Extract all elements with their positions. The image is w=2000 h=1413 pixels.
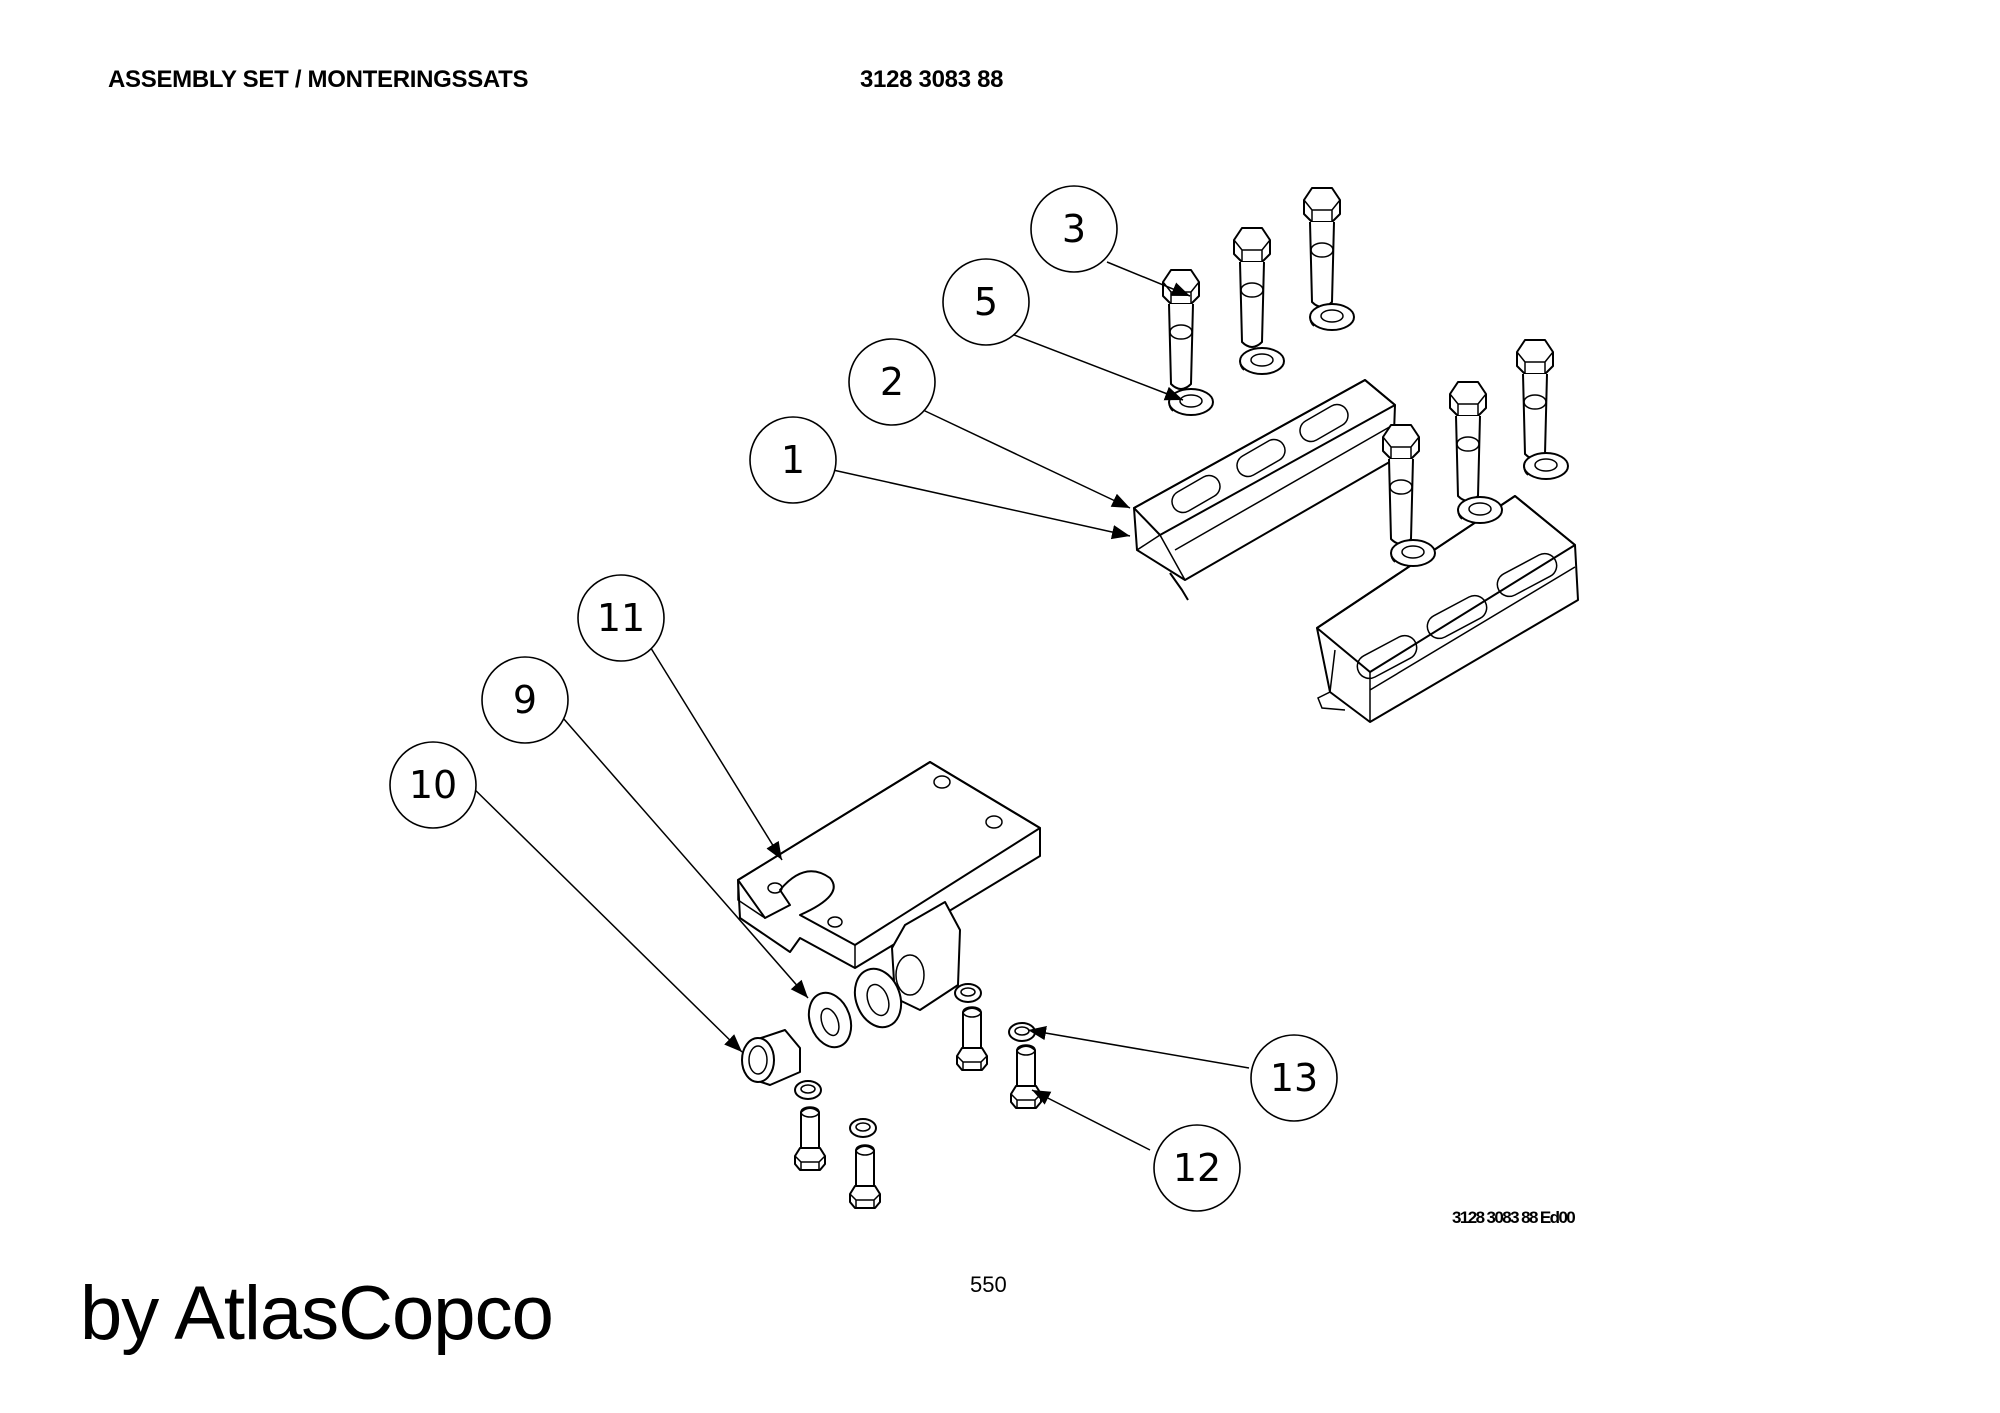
- washer: [1390, 539, 1436, 567]
- hex-bolt: [1516, 339, 1554, 460]
- callout-11: 11: [577, 574, 665, 662]
- mounting-plate: [737, 761, 1041, 1011]
- hex-bolt: [1449, 381, 1487, 502]
- callout-label: 3: [1062, 207, 1086, 251]
- washer: [1457, 496, 1503, 524]
- callout-1: 1: [749, 416, 837, 504]
- slot-hole: [1236, 438, 1286, 478]
- callout-label: 10: [409, 763, 457, 807]
- part-number: 3128 3083 88: [860, 66, 1004, 93]
- document-title: ASSEMBLY SET / MONTERINGSSATS: [108, 66, 529, 93]
- small-washer: [1008, 1022, 1036, 1042]
- small-bolt: [956, 1006, 988, 1071]
- callout-13: 13: [1250, 1034, 1338, 1122]
- callout-label: 1: [781, 438, 805, 482]
- small-washer: [794, 1080, 822, 1100]
- callout-12: 12: [1153, 1124, 1241, 1212]
- callout-label: 5: [974, 280, 998, 324]
- small-washer: [954, 983, 982, 1003]
- page-number: 550: [970, 1272, 1007, 1297]
- hex-bolt: [1233, 227, 1271, 348]
- slot-hole: [1496, 552, 1558, 598]
- small-washer: [849, 1118, 877, 1138]
- small-bolt: [849, 1144, 881, 1209]
- flat-washer: [807, 991, 853, 1049]
- spacer-washer: [853, 967, 903, 1029]
- drawing-reference: 3128 3083 88 Ed00: [1452, 1208, 1576, 1227]
- callout-3: 3: [1030, 185, 1118, 273]
- callout-label: 13: [1270, 1056, 1318, 1100]
- guide-rail-lower: [1316, 495, 1579, 723]
- hex-bolt: [1303, 187, 1341, 308]
- lock-nut: [741, 1029, 801, 1086]
- leader-lines: [464, 261, 1250, 1151]
- slot-hole: [1171, 474, 1221, 514]
- washer: [1168, 388, 1214, 416]
- small-bolt: [1010, 1044, 1042, 1109]
- callout-2: 2: [848, 338, 936, 426]
- slot-hole: [1356, 634, 1418, 680]
- washer: [1523, 452, 1569, 480]
- callout-9: 9: [481, 656, 569, 744]
- callout-label: 11: [597, 596, 645, 640]
- callout-5: 5: [942, 258, 1030, 346]
- guide-rail-upper: [1133, 379, 1396, 601]
- slot-hole: [1426, 594, 1488, 640]
- washer: [1309, 303, 1355, 331]
- callout-label: 12: [1173, 1146, 1221, 1190]
- callout-label: 2: [880, 360, 904, 404]
- small-bolt: [794, 1106, 826, 1171]
- washer: [1239, 347, 1285, 375]
- hex-bolt: [1382, 424, 1420, 545]
- callout-label: 9: [513, 678, 537, 722]
- brand-text: by AtlasCopco: [80, 1271, 554, 1356]
- slot-hole: [1299, 403, 1349, 443]
- callout-10: 10: [389, 741, 477, 829]
